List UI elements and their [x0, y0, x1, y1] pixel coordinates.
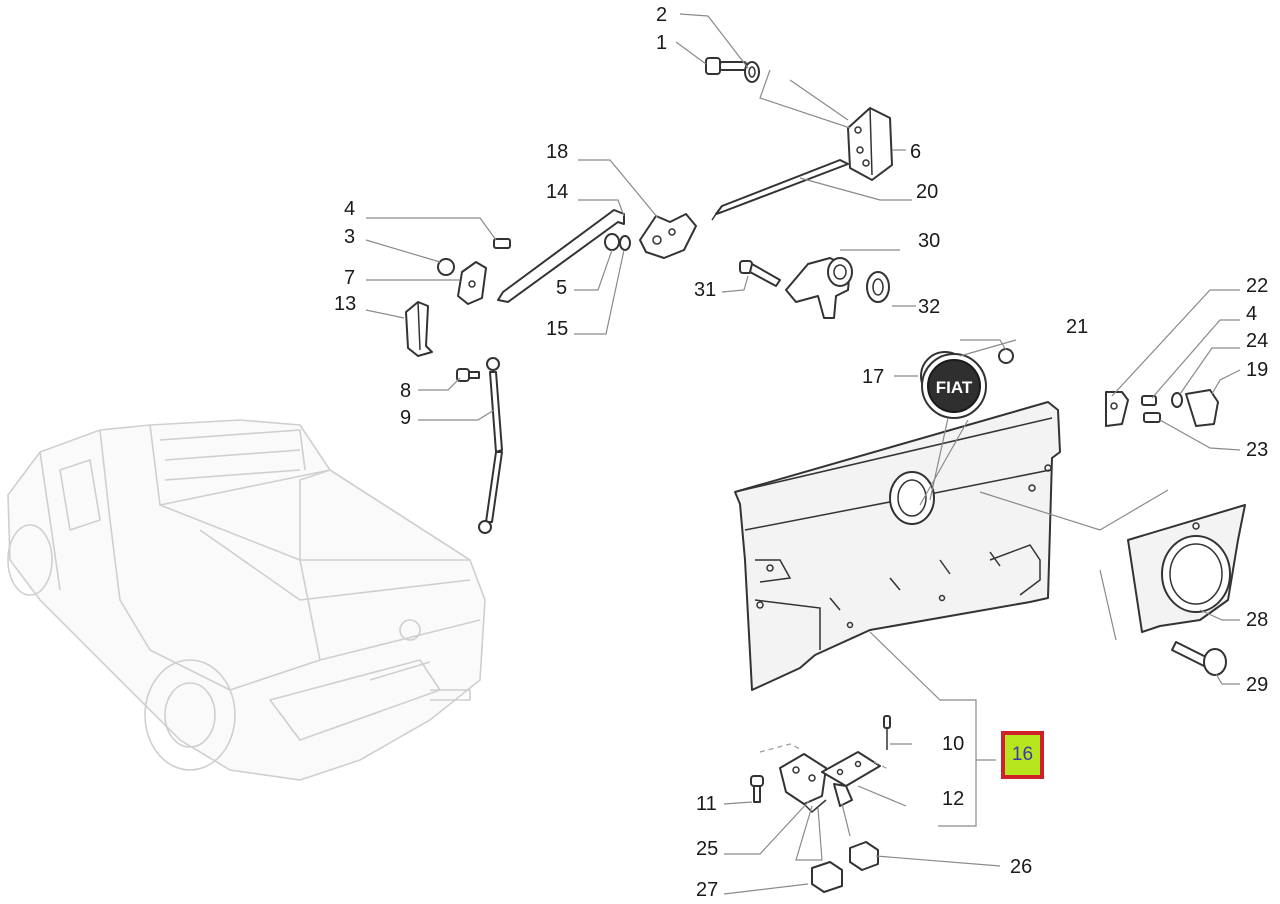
- callout-29: 29: [1246, 674, 1268, 696]
- part-31-bolt: [739, 260, 781, 287]
- part-4-screw-right: [1141, 395, 1157, 406]
- part-24-washer: [1171, 392, 1183, 408]
- callout-24: 24: [1246, 330, 1268, 352]
- part-4-screw: [493, 238, 511, 249]
- callout-23: 23: [1246, 439, 1268, 461]
- part-27-clip: [811, 861, 843, 893]
- part-22-latch: [1105, 391, 1129, 427]
- part-32-ring: [866, 271, 890, 303]
- part-12-hinge: [821, 751, 881, 807]
- callout-5: 5: [556, 277, 567, 299]
- callout-12: 12: [942, 788, 964, 810]
- callout-6: 6: [910, 141, 921, 163]
- fiat-badge-text: FIAT: [936, 378, 973, 397]
- part-2-washer: [744, 61, 760, 83]
- part-20-rod: [711, 159, 849, 221]
- part-18-lever: [639, 213, 697, 259]
- callout-13: 13: [334, 293, 356, 315]
- part-14-rod: [497, 209, 625, 303]
- callout-3: 3: [344, 226, 355, 248]
- callout-labels: 2 1 6 20 18 14 30 4 3 7 5 31 13 32 15 21…: [334, 4, 1268, 901]
- part-26-clip: [849, 841, 879, 871]
- callout-30: 30: [918, 230, 940, 252]
- callout-31: 31: [694, 279, 716, 301]
- part-16-tailgate-panel: [734, 401, 1061, 691]
- callout-10: 10: [942, 733, 964, 755]
- part-13-bracket: [405, 301, 433, 357]
- callout-18: 18: [546, 141, 568, 163]
- part-11-screw: [750, 775, 764, 803]
- callout-32: 32: [918, 296, 940, 318]
- part-6-hinge-bracket: [847, 107, 893, 181]
- part-17-fiat-badge: FIAT: [920, 351, 987, 419]
- callout-26: 26: [1010, 856, 1032, 878]
- callout-20: 20: [916, 181, 938, 203]
- callout-22: 22: [1246, 275, 1268, 297]
- callout-7: 7: [344, 267, 355, 289]
- callout-11: 11: [696, 793, 717, 815]
- callout-14: 14: [546, 181, 568, 203]
- callout-1: 1: [656, 32, 667, 54]
- callout-8: 8: [400, 380, 411, 402]
- part-30-lock: [785, 257, 853, 319]
- part-9-strap: [478, 357, 503, 534]
- pickup-truck-illustration: [7, 419, 486, 781]
- callout-16-highlight-button[interactable]: 16: [1001, 731, 1044, 779]
- callout-27: 27: [696, 879, 718, 901]
- part-29-screw: [1171, 641, 1227, 676]
- part-5-clip: [604, 233, 620, 251]
- callout-25: 25: [696, 838, 718, 860]
- part-7-bracket: [457, 261, 487, 305]
- part-1-bolt: [705, 57, 747, 75]
- part-25-hinge: [779, 753, 827, 814]
- callout-15: 15: [546, 318, 568, 340]
- callout-9: 9: [400, 407, 411, 429]
- part-23-screw: [1143, 412, 1161, 423]
- part-21-nut: [998, 348, 1014, 364]
- part-8-screw: [456, 368, 480, 382]
- part-10-pin: [883, 715, 891, 750]
- part-28-cover: [1127, 504, 1246, 633]
- part-19-striker: [1185, 389, 1219, 427]
- callout-4: 4: [344, 198, 355, 220]
- callout-4-right: 4: [1246, 303, 1257, 325]
- callout-2: 2: [656, 4, 667, 26]
- callout-19: 19: [1246, 359, 1268, 381]
- part-3-nut: [437, 258, 455, 276]
- callout-21: 21: [1066, 316, 1088, 338]
- callout-16-label: 16: [1011, 744, 1034, 765]
- part-15-washer: [619, 235, 631, 251]
- callout-28: 28: [1246, 609, 1268, 631]
- callout-17: 17: [862, 366, 884, 388]
- leader-lines: [365, 13, 1241, 895]
